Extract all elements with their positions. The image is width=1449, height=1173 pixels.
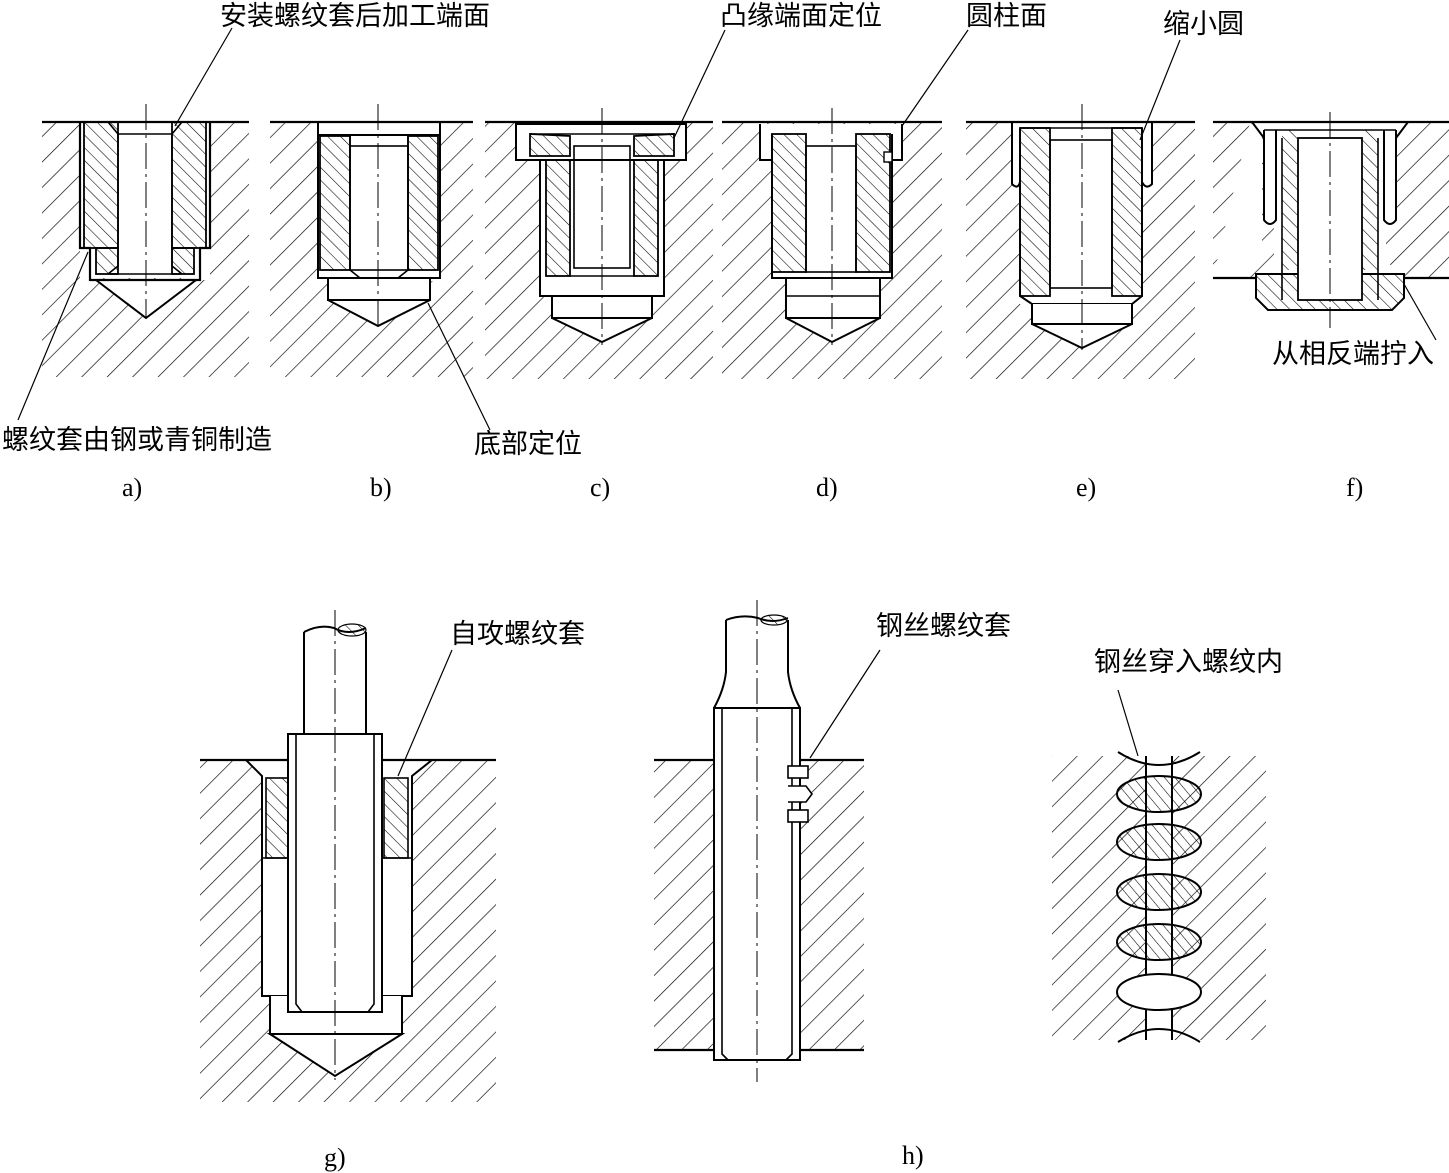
label-d-top: 圆柱面 (966, 1, 1047, 32)
caption-c: c) (590, 473, 611, 502)
label-c-top: 凸缘端面定位 (720, 1, 882, 32)
figure-f (1213, 112, 1449, 341)
figure-a (17, 27, 249, 421)
label-f-bottom: 从相反端拧入 (1272, 339, 1434, 370)
figure-e (966, 39, 1195, 379)
label-h-top: 钢丝螺纹套 (876, 611, 1011, 642)
figure-g (200, 610, 496, 1102)
figure-h-wire-detail (1052, 689, 1266, 1043)
caption-a: a) (122, 473, 143, 502)
label-h-wire-detail: 钢丝穿入螺纹内 (1094, 647, 1283, 678)
label-a-bottom: 螺纹套由钢或青铜制造 (2, 425, 272, 456)
label-b-bottom: 底部定位 (474, 429, 582, 460)
figure-d (722, 29, 969, 379)
figure-h (654, 600, 881, 1082)
figure-b (270, 104, 491, 431)
label-g-top: 自攻螺纹套 (450, 619, 585, 650)
label-e-top: 缩小圆 (1163, 9, 1244, 40)
figure-c (485, 29, 726, 379)
caption-d: d) (816, 473, 838, 502)
caption-f: f) (1346, 473, 1364, 502)
caption-g: g) (324, 1143, 346, 1172)
caption-e: e) (1076, 473, 1097, 502)
caption-h: h) (902, 1141, 924, 1170)
caption-b: b) (370, 473, 392, 502)
label-a-top: 安装螺纹套后加工端面 (220, 1, 490, 32)
